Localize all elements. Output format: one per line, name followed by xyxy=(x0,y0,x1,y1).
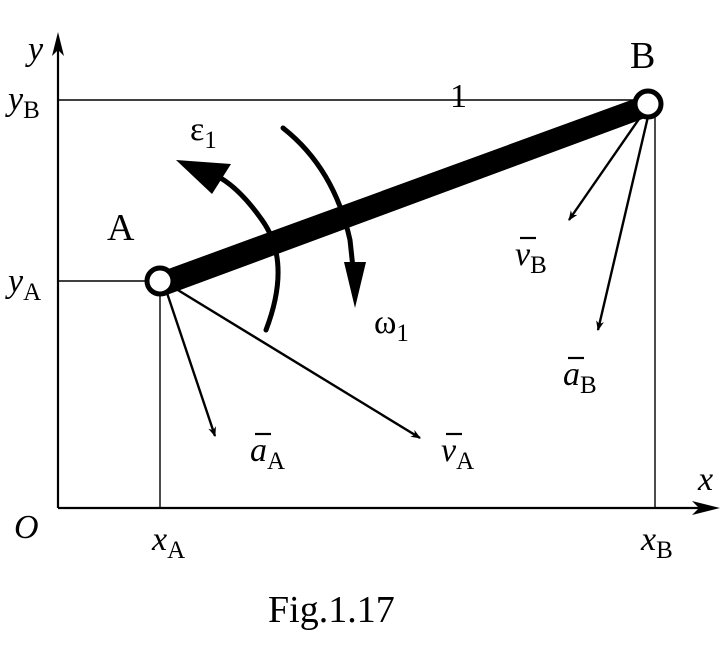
vector-vA-label: vA xyxy=(441,432,474,475)
omega-arrowhead xyxy=(344,262,366,308)
coord-ya-label: yA xyxy=(5,263,41,306)
x-axis-arrow xyxy=(692,501,720,515)
epsilon-label: ε1 xyxy=(190,111,217,154)
link-ab xyxy=(160,96,656,296)
point-b-label: B xyxy=(630,35,655,77)
link-number-label: 1 xyxy=(450,78,467,115)
origin-label: O xyxy=(14,509,39,546)
figure-caption: Fig.1.17 xyxy=(268,589,395,631)
joint-a xyxy=(144,265,176,297)
vector-vB-label: vB xyxy=(515,236,547,279)
y-axis-label: y xyxy=(25,31,44,68)
vector-vA-arrow xyxy=(167,282,421,440)
coord-yb-label: yB xyxy=(5,81,40,124)
vector-aB-arrow xyxy=(596,107,652,331)
coord-xa-label: xA xyxy=(151,521,185,564)
vector-aA-arrow xyxy=(162,283,217,437)
vector-aB-label: aB xyxy=(563,356,597,399)
omega-curve xyxy=(280,125,356,271)
coord-xb-label: xB xyxy=(640,521,673,564)
vector-vB-arrow xyxy=(568,105,649,221)
point-a-label: A xyxy=(107,207,135,249)
epsilon-curve xyxy=(212,172,281,333)
y-axis-arrow xyxy=(52,32,64,56)
joint-b xyxy=(632,88,664,120)
epsilon-arrowhead xyxy=(176,160,231,194)
vector-aA-label: aA xyxy=(250,432,285,475)
x-axis-label: x xyxy=(697,461,713,498)
omega-label: ω1 xyxy=(374,304,409,347)
